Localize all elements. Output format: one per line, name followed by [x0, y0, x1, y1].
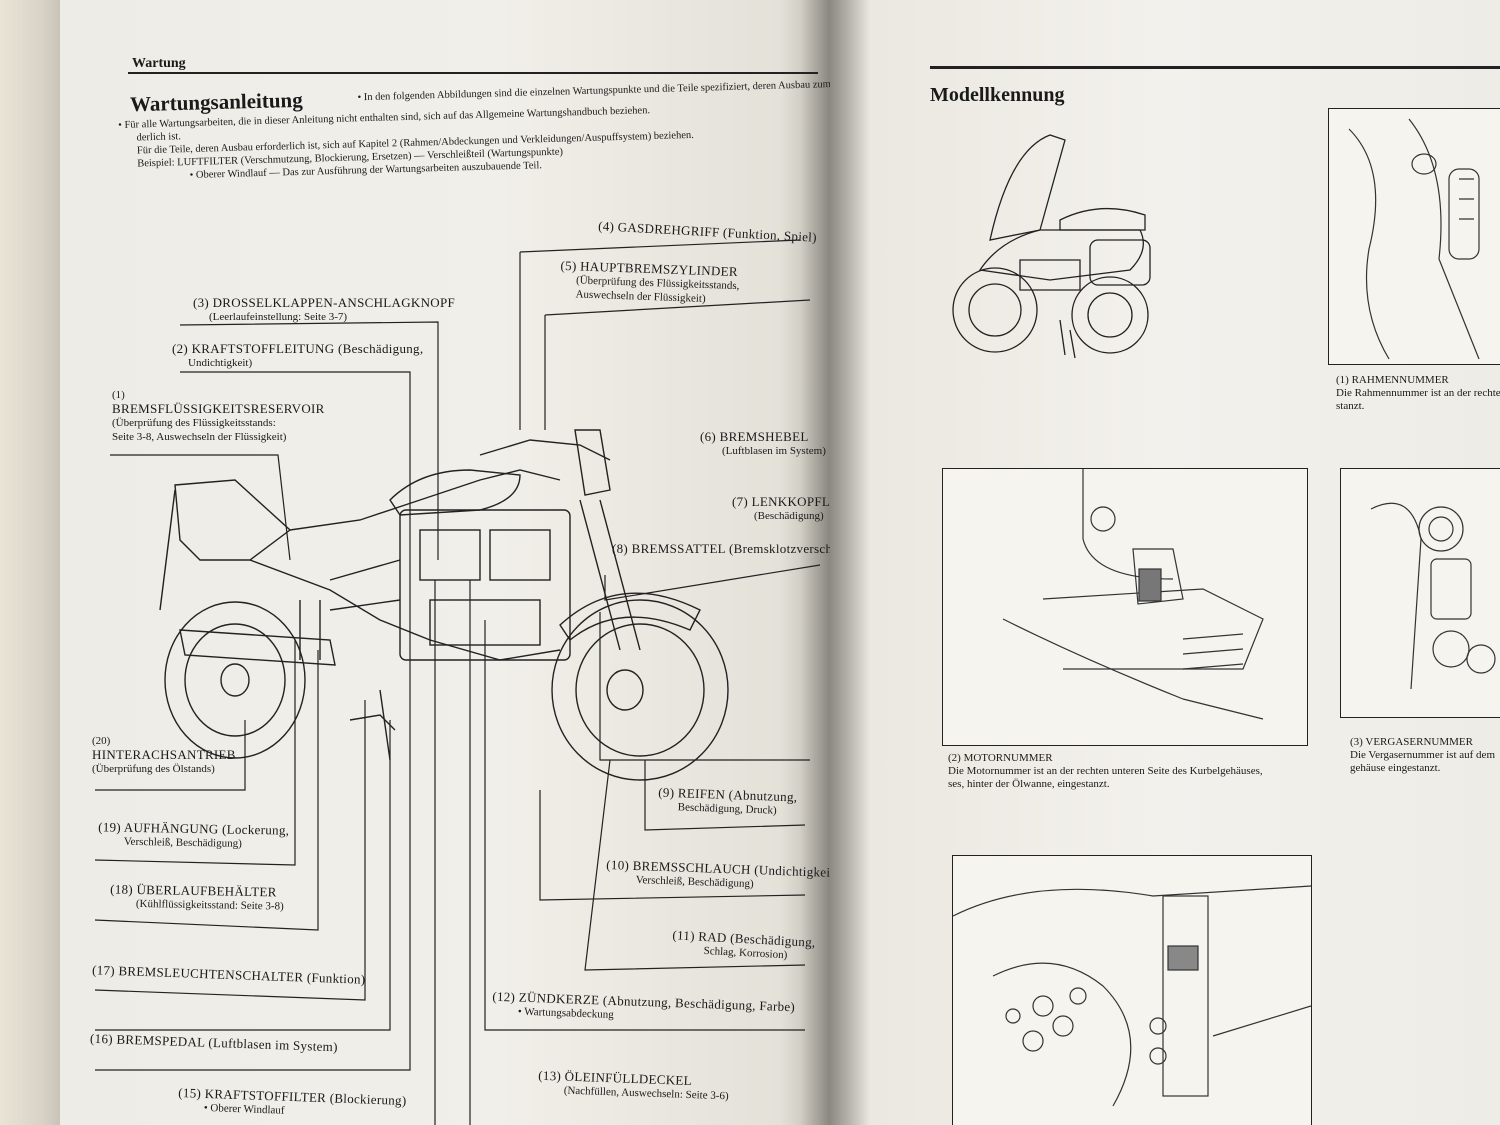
callout-title: HINTERACHSANTRIEB — [92, 747, 236, 762]
callout-19: (19) AUFHÄNGUNG (Lockerung, Verschleiß, … — [98, 819, 289, 851]
left-page: Wartung Wartungsanleitung • In den folge… — [0, 0, 830, 1125]
engine-number-illustration — [1002, 469, 1264, 720]
carburetor-number-illustration — [1370, 502, 1496, 690]
caption-text: Die Motornummer ist an der rechten unter… — [948, 765, 1263, 777]
caption-text: Die Vergasernummer ist auf dem — [1350, 749, 1495, 761]
callout-18: (18) ÜBERLAUFBEHÄLTER (Kühlflüssigkeitss… — [110, 881, 284, 913]
callout-detail: (Leerlaufeinstellung: Seite 3-7) — [209, 311, 348, 323]
engine-number-panel — [942, 468, 1308, 746]
callout-title: (3) DROSSELKLAPPEN-ANSCHLAGKNOPF — [193, 295, 456, 310]
callout-detail: Verschleiß, Beschädigung) — [123, 835, 242, 850]
callout-6: (6) BREMSHEBEL (Luftblasen im System) — [700, 430, 826, 458]
section-tag: Wartung — [132, 56, 186, 71]
frame-number-illustration — [1348, 118, 1480, 360]
frame-number-caption: (1) RAHMENNUMMER Die Rahmennummer ist an… — [1336, 374, 1500, 413]
caption-text: gehäuse eingestanzt. — [1350, 762, 1441, 774]
callout-title: (8) BREMSSATTEL (Bremsklotzverschleiß) — [612, 541, 830, 556]
caption-text: Die Rahmennummer ist an der rechten — [1336, 387, 1500, 399]
callout-title: BREMSFLÜSSIGKEITSRESERVOIR — [112, 401, 325, 416]
callout-title: (2) KRAFTSTOFFLEITUNG (Beschädigung, — [172, 341, 424, 356]
callout-detail: (Überprüfung des Flüssigkeitsstands: — [112, 417, 276, 429]
caption-text: stanzt. — [1336, 400, 1365, 412]
engine-number-caption: (2) MOTORNUMMER Die Motornummer ist an d… — [948, 752, 1263, 791]
callout-title: (7) LENKKOPFLAGER — [732, 494, 830, 509]
callout-detail: Undichtigkeit) — [188, 357, 253, 369]
callout-3: (3) DROSSELKLAPPEN-ANSCHLAGKNOPF (Leerla… — [193, 296, 455, 324]
carburetor-number-caption: (3) VERGASERNUMMER Die Vergasernummer is… — [1350, 736, 1495, 775]
callout-20: (20) HINTERACHSANTRIEB (Überprüfung des … — [92, 734, 236, 776]
callout-number: (20) — [92, 735, 111, 747]
callout-7: (7) LENKKOPFLAGER (Beschädigung) — [732, 495, 830, 523]
callout-detail: Seite 3-8, Auswechseln der Flüssigkeit) — [112, 431, 287, 443]
callout-number: (1) — [112, 389, 125, 401]
motorcycle-diagram — [94, 239, 821, 1125]
header-rule — [128, 72, 818, 74]
right-page: Modellkennung (1) RAHMENNUM — [830, 0, 1500, 1125]
motorcycle-sideview-illustration — [952, 134, 1151, 359]
frame-number-panel — [1328, 108, 1500, 365]
callout-detail: (Überprüfung des Ölstands) — [92, 763, 215, 775]
page-title: Modellkennung — [930, 84, 1065, 106]
callout-detail: (Kühlflüssigkeitsstand: Seite 3-8) — [135, 897, 284, 913]
callout-title: (6) BREMSHEBEL — [700, 429, 809, 444]
vin-detail-panel — [952, 855, 1312, 1125]
callout-detail: (Beschädigung) — [754, 510, 824, 522]
header-rule — [930, 66, 1500, 69]
caption-title: (1) RAHMENNUMMER — [1336, 374, 1449, 386]
callout-detail: (Luftblasen im System) — [722, 445, 826, 457]
book-binding-shadow — [800, 0, 830, 1125]
callout-8: (8) BREMSSATTEL (Bremsklotzverschleiß) — [612, 542, 830, 556]
page-stack-edge — [0, 0, 60, 1125]
carburetor-number-panel — [1340, 468, 1500, 718]
book-binding-shadow — [830, 0, 870, 1125]
callout-9: (9) REIFEN (Abnutzung, Beschädigung, Dru… — [658, 785, 798, 819]
vin-detail-illustration — [953, 885, 1311, 1107]
callout-5: (5) HAUPTBREMSZYLINDER (Überprüfung des … — [559, 258, 740, 307]
caption-text: ses, hinter der Ölwanne, eingestanzt. — [948, 778, 1110, 790]
callout-2: (2) KRAFTSTOFFLEITUNG (Beschädigung, Und… — [172, 342, 423, 370]
caption-title: (3) VERGASERNUMMER — [1350, 736, 1473, 748]
caption-title: (2) MOTORNUMMER — [948, 752, 1053, 764]
callout-1: (1) BREMSFLÜSSIGKEITSRESERVOIR (Überprüf… — [112, 388, 325, 444]
